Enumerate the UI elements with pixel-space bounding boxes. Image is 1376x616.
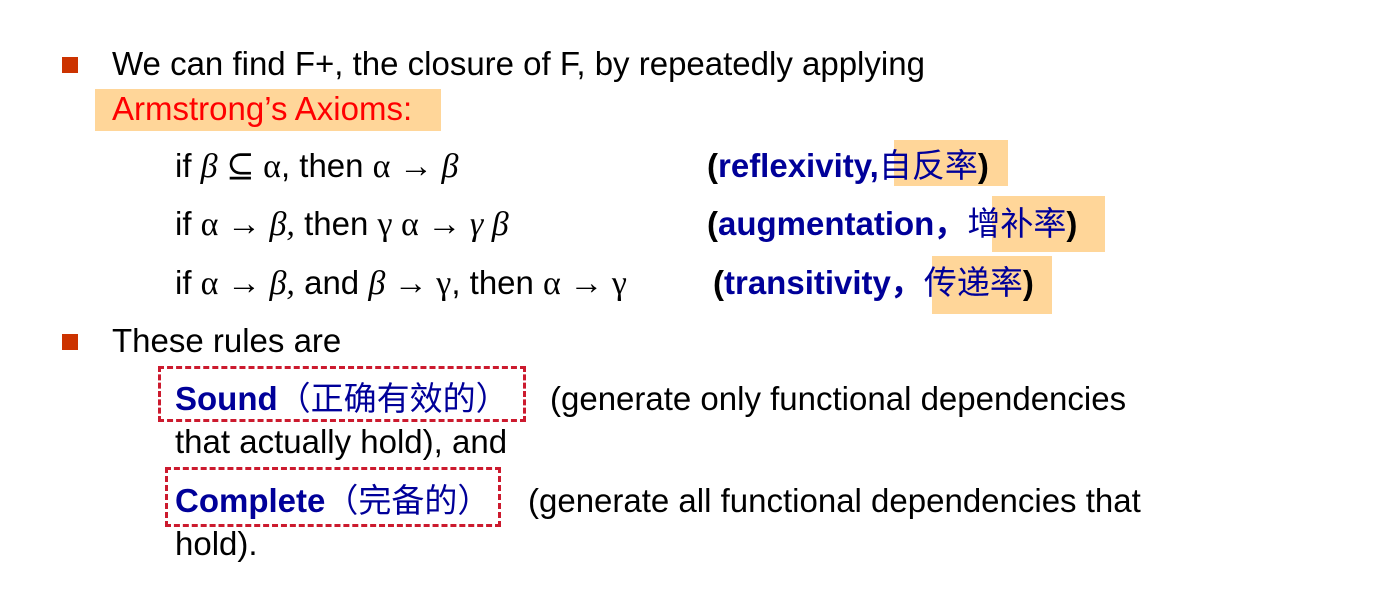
axiom-transitivity-name: (transitivity，传递率): [713, 263, 1034, 302]
axiom-reflexivity-formula: if β ⊆ α, then α → β: [175, 147, 459, 185]
axiom-augmentation-name: (augmentation，增补率): [707, 204, 1078, 243]
complete-dashed-box: [165, 467, 501, 527]
axiom-transitivity-formula: if α → β, and β → γ, then α → γ: [175, 264, 627, 302]
sound-label: Sound（正确有效的）: [175, 379, 509, 418]
axiom-reflexivity-name: (reflexivity,自反率): [707, 146, 989, 185]
rules-intro-text: These rules are: [112, 322, 342, 359]
sound-dashed-box: [158, 366, 526, 422]
augmentation-cn-highlight: [992, 196, 1105, 252]
sound-description-line2: that actually hold), and: [175, 423, 508, 460]
transitivity-cn-highlight: [932, 256, 1052, 314]
reflexivity-cn-highlight: [894, 140, 1008, 186]
armstrong-axioms-label: Armstrong’s Axioms:: [112, 90, 413, 127]
bullet-square-icon: [62, 334, 78, 350]
axioms-highlight: [95, 89, 441, 131]
complete-description-line1: (generate all functional dependencies th…: [528, 482, 1141, 519]
complete-label: Complete（完备的）: [175, 481, 491, 520]
axiom-augmentation-formula: if α → β, then γ α → γ β: [175, 205, 509, 243]
closure-intro-text: We can find F+, the closure of F, by rep…: [112, 45, 925, 82]
bullet-square-icon: [62, 57, 78, 73]
complete-description-line2: hold).: [175, 525, 258, 562]
sound-description-line1: (generate only functional dependencies: [550, 380, 1127, 417]
